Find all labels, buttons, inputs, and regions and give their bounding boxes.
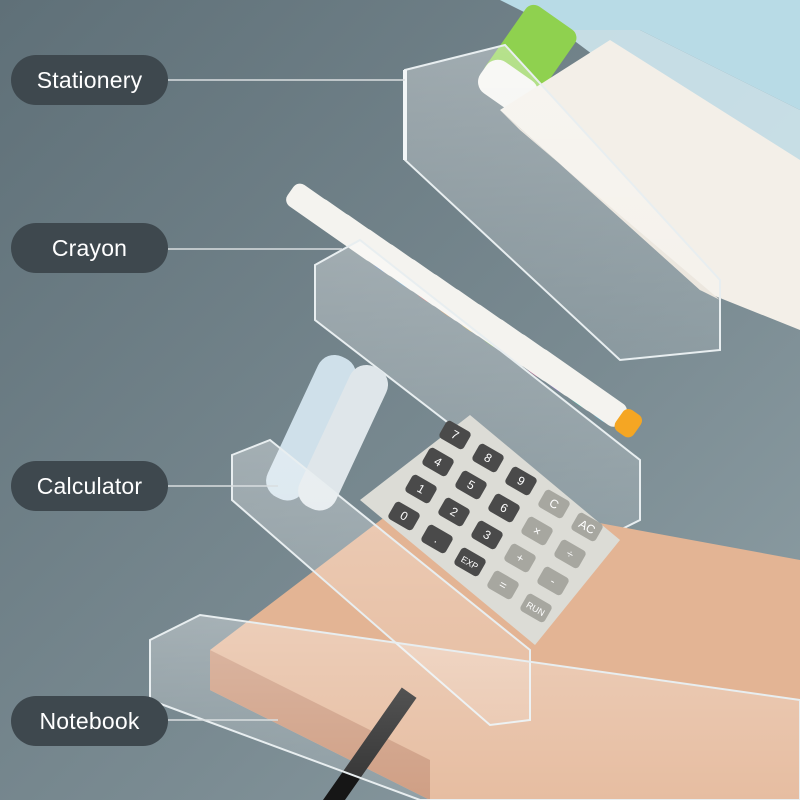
callout-crayon: Crayon xyxy=(11,223,168,273)
calculator-key xyxy=(521,516,553,546)
calculator-key xyxy=(422,447,454,477)
calculator-key xyxy=(455,470,487,500)
calculator-key xyxy=(505,466,537,496)
calculator-key xyxy=(487,570,519,600)
callout-stationery: Stationery xyxy=(11,55,168,105)
callout-calculator: Calculator xyxy=(11,461,168,511)
sticky-notes xyxy=(500,40,800,330)
calculator-key xyxy=(488,493,520,523)
calculator-key xyxy=(504,543,536,573)
calculator-key-label: . xyxy=(432,532,442,546)
drawer-2 xyxy=(314,238,641,542)
calculator-key xyxy=(471,520,503,550)
calculator-key xyxy=(439,420,471,450)
calculator-key xyxy=(554,539,586,569)
marker-body xyxy=(528,348,627,427)
calculator-key xyxy=(405,474,437,504)
calculator-key xyxy=(438,497,470,527)
calculator-key xyxy=(388,501,420,531)
calculator-key xyxy=(454,547,486,577)
calculator-key xyxy=(421,524,453,554)
calculator-key xyxy=(571,512,603,542)
marker-cap xyxy=(614,408,643,438)
marker-set xyxy=(286,183,643,438)
calculator-key xyxy=(537,566,569,596)
callout-notebook: Notebook xyxy=(11,696,168,746)
calculator-key xyxy=(538,489,570,519)
calculator-key-label: - xyxy=(548,574,558,588)
drawer-1 xyxy=(403,43,721,362)
calculator-key xyxy=(520,593,552,623)
calculator-key xyxy=(472,443,504,473)
organizer-top xyxy=(500,0,800,110)
